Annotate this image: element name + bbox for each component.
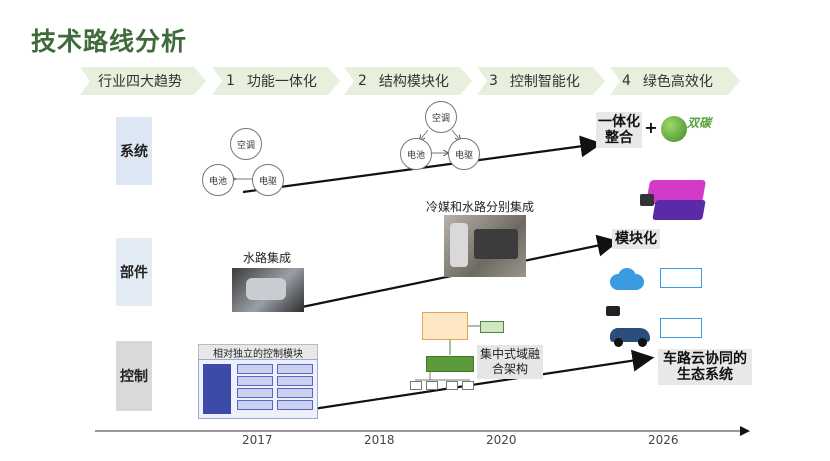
trend-label: 控制智能化 bbox=[509, 74, 580, 90]
modular-unit-render bbox=[640, 176, 710, 226]
car-icon bbox=[604, 322, 654, 348]
trend-lead-chevron: 行业四大趋势 bbox=[80, 67, 206, 95]
trend-number: 3 bbox=[489, 73, 498, 89]
vehicle-info-box bbox=[660, 318, 702, 338]
trend-item-4: 4 绿色高效化 bbox=[610, 67, 740, 95]
target-vehicle-cloud: 车路云协同的生态系统 bbox=[658, 349, 752, 385]
trend-item-3: 3 控制智能化 bbox=[477, 67, 605, 95]
node-ac: 空调 bbox=[230, 128, 262, 160]
chevron-shape bbox=[344, 67, 472, 95]
trend-label: 绿色高效化 bbox=[642, 74, 713, 90]
chevron-shape bbox=[212, 67, 340, 95]
year-label: 2017 bbox=[242, 433, 273, 447]
trend-label: 功能一体化 bbox=[246, 74, 317, 90]
arch-node bbox=[446, 381, 458, 390]
year-label: 2020 bbox=[486, 433, 517, 447]
row-label-component: 部件 bbox=[116, 238, 152, 306]
eco-tag: 双碳 bbox=[687, 116, 712, 130]
arch-side-unit bbox=[480, 321, 504, 333]
trend-item-2: 2 结构模块化 bbox=[344, 67, 472, 95]
water-module-photo bbox=[232, 268, 304, 312]
chevron-shape bbox=[610, 67, 740, 95]
page-title: 技术路线分析 bbox=[31, 27, 188, 56]
cloud-icon bbox=[606, 266, 646, 292]
chevron-shape bbox=[80, 67, 206, 95]
node-motor: 电驱 bbox=[252, 164, 284, 196]
row-label-control: 控制 bbox=[116, 341, 152, 411]
plus-sign: + bbox=[644, 118, 658, 137]
arch-node bbox=[410, 381, 422, 390]
caption-water-route: 水路集成 bbox=[243, 251, 292, 265]
caption-centralized-domain: 集中式域融合架构 bbox=[477, 345, 543, 379]
globe-icon: 双碳 bbox=[661, 112, 721, 146]
chip-icon bbox=[606, 306, 620, 316]
node-ac: 空调 bbox=[425, 101, 457, 133]
chevron-shape bbox=[477, 67, 605, 95]
cloud-info-box bbox=[660, 268, 702, 288]
trend-number: 2 bbox=[358, 73, 367, 89]
trend-lead-label: 行业四大趋势 bbox=[98, 74, 182, 90]
node-battery: 电池 bbox=[400, 138, 432, 170]
year-label: 2018 bbox=[364, 433, 395, 447]
target-modular: 模块化 bbox=[612, 229, 660, 249]
trend-number: 4 bbox=[622, 73, 631, 89]
coolant-module-photo bbox=[444, 215, 526, 277]
node-motor: 电驱 bbox=[448, 138, 480, 170]
target-integration: 一体化整合 bbox=[596, 112, 642, 148]
node-battery: 电池 bbox=[202, 164, 234, 196]
control-modules-grid bbox=[198, 359, 318, 419]
year-label: 2026 bbox=[648, 433, 679, 447]
caption-independent-modules: 相对独立的控制模块 bbox=[198, 344, 318, 360]
arch-node bbox=[426, 381, 438, 390]
trend-label: 结构模块化 bbox=[378, 74, 449, 90]
row-label-system: 系统 bbox=[116, 117, 152, 185]
trend-item-1: 1 功能一体化 bbox=[212, 67, 340, 95]
caption-coolant-water: 冷媒和水路分别集成 bbox=[426, 200, 535, 214]
arch-central-unit bbox=[422, 312, 468, 340]
arch-domain-unit bbox=[426, 356, 474, 372]
control-trend-arrow bbox=[312, 349, 655, 411]
trend-number: 1 bbox=[226, 73, 235, 89]
arch-node bbox=[462, 381, 474, 390]
